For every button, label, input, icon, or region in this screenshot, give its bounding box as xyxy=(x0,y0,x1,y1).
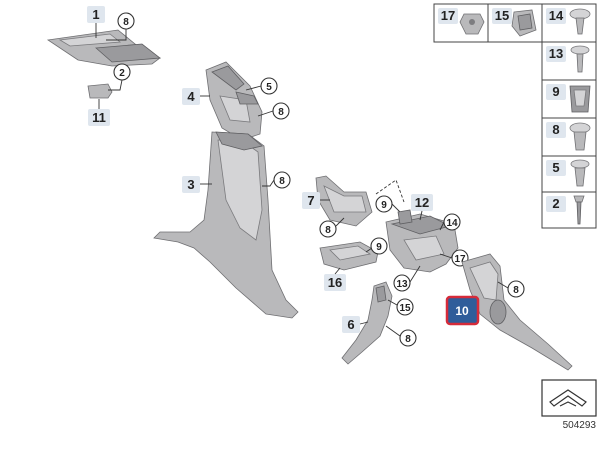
svg-text:4: 4 xyxy=(187,89,195,104)
callout-6[interactable]: 6 xyxy=(342,316,360,333)
svg-text:15: 15 xyxy=(399,303,411,314)
svg-text:2: 2 xyxy=(552,196,559,211)
callout-1[interactable]: 1 xyxy=(87,6,105,23)
callout-14-a[interactable]: 14 xyxy=(439,213,461,231)
callout-8-f[interactable]: 8 xyxy=(497,280,525,298)
svg-text:8: 8 xyxy=(279,176,285,187)
legend-cell-17[interactable]: 17 xyxy=(438,8,485,35)
svg-text:5: 5 xyxy=(266,82,272,93)
callout-8-e[interactable]: 8 xyxy=(385,325,417,347)
callout-11[interactable]: 11 xyxy=(88,109,110,126)
svg-text:8: 8 xyxy=(325,225,331,236)
svg-text:13: 13 xyxy=(396,279,408,290)
svg-text:13: 13 xyxy=(549,46,563,61)
svg-text:14: 14 xyxy=(549,8,564,23)
svg-text:8: 8 xyxy=(513,285,519,296)
callout-4[interactable]: 4 xyxy=(182,88,200,105)
part-6-lower-trim[interactable] xyxy=(341,281,393,365)
part-12-bracket[interactable] xyxy=(385,209,459,273)
svg-text:16: 16 xyxy=(328,275,342,290)
rivet-13-icon xyxy=(570,45,590,55)
callout-8-d[interactable]: 8 xyxy=(319,217,345,238)
svg-text:1: 1 xyxy=(92,7,99,22)
svg-text:12: 12 xyxy=(415,195,429,210)
svg-text:17: 17 xyxy=(454,254,466,265)
svg-text:9: 9 xyxy=(552,84,559,99)
part-10-sill-trim[interactable] xyxy=(461,253,573,371)
push-clip-8-icon xyxy=(569,122,591,134)
part-11-small-cover[interactable] xyxy=(87,79,123,99)
svg-text:14: 14 xyxy=(446,218,458,229)
callout-7[interactable]: 7 xyxy=(302,192,320,209)
legend-cell-15[interactable]: 15 xyxy=(492,8,537,37)
callout-15-a[interactable]: 15 xyxy=(387,298,414,316)
svg-text:11: 11 xyxy=(92,110,106,125)
callout-9-a[interactable]: 9 xyxy=(375,195,401,213)
svg-text:6: 6 xyxy=(347,317,354,332)
svg-text:7: 7 xyxy=(307,193,314,208)
diagram-number: 504293 xyxy=(563,420,597,431)
part-7-small-panel[interactable] xyxy=(315,175,373,227)
clip-5-icon xyxy=(570,159,590,169)
part-3-pillar-lower-trim[interactable] xyxy=(153,131,299,319)
callout-10-highlight[interactable]: 10 xyxy=(445,295,480,326)
svg-text:8: 8 xyxy=(405,334,411,345)
callout-5-a[interactable]: 5 xyxy=(245,77,278,95)
part-4-pillar-upper-trim[interactable] xyxy=(205,61,263,141)
svg-text:8: 8 xyxy=(552,122,559,137)
fastener-legend xyxy=(433,3,597,229)
legend-cell-5[interactable]: 5 xyxy=(546,159,590,187)
direction-symbol xyxy=(541,379,597,417)
legend-cell-13[interactable]: 13 xyxy=(546,45,590,73)
callout-8-a[interactable]: 8 xyxy=(106,12,135,41)
svg-text:9: 9 xyxy=(381,200,387,211)
callout-2-a[interactable]: 2 xyxy=(113,63,131,81)
svg-text:5: 5 xyxy=(552,160,559,175)
svg-text:9: 9 xyxy=(376,242,382,253)
part-1-upper-trim[interactable] xyxy=(46,29,162,67)
svg-text:8: 8 xyxy=(278,107,284,118)
svg-text:15: 15 xyxy=(495,8,509,23)
svg-text:8: 8 xyxy=(123,17,129,28)
legend-cell-14[interactable]: 14 xyxy=(546,8,591,35)
svg-text:2: 2 xyxy=(119,68,125,79)
callout-12[interactable]: 12 xyxy=(411,194,433,211)
svg-text:17: 17 xyxy=(441,8,455,23)
screw-2-icon xyxy=(573,195,585,203)
callout-13[interactable]: 13 xyxy=(393,265,421,292)
legend-cell-9[interactable]: 9 xyxy=(546,84,591,113)
svg-text:10: 10 xyxy=(455,304,469,318)
legend-cell-8[interactable]: 8 xyxy=(546,122,591,151)
callout-3[interactable]: 3 xyxy=(182,176,200,193)
callout-9-b[interactable]: 9 xyxy=(365,237,388,255)
expansion-rivet-14-icon xyxy=(569,8,591,20)
part-16-cover[interactable] xyxy=(319,241,379,271)
legend-cell-2[interactable]: 2 xyxy=(546,195,585,225)
callout-8-c[interactable]: 8 xyxy=(262,171,291,189)
callout-16[interactable]: 16 xyxy=(324,274,346,291)
svg-text:3: 3 xyxy=(187,177,194,192)
callout-8-b[interactable]: 8 xyxy=(257,102,290,120)
